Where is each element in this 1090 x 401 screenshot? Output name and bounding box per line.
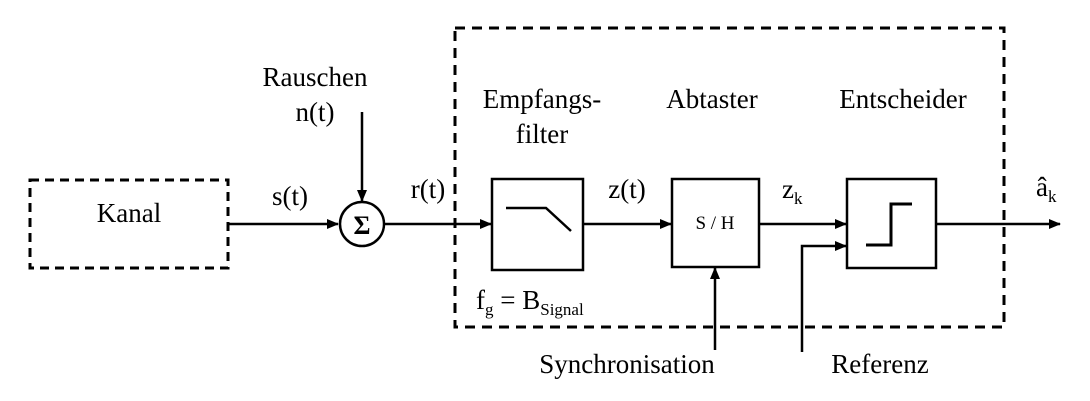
lowpass-icon [506,206,572,232]
s-t-label: s(t) [272,181,308,211]
sample-hold-label: S / H [695,213,734,234]
step-icon [866,202,912,247]
entscheider-label: Entscheider [839,84,966,114]
empfangsfilter-label-1: Empfangs- [483,84,601,114]
kanal-label: Kanal [97,198,161,228]
empfangsfilter-block [490,177,585,272]
rauschen-label: Rauschen [263,62,368,92]
empfangsfilter-label-2: filter [516,119,568,149]
noise-label: n(t) [296,97,335,127]
z-k-label: zk [782,174,803,208]
referenz-line [800,241,847,352]
a-k-label: âk [1036,172,1057,206]
referenz-label: Referenz [831,349,928,379]
receiver-boundary [453,26,1006,329]
sum-symbol: Σ [354,211,371,240]
r-t-label: r(t) [411,174,445,204]
synchronisation-label: Synchronisation [539,349,715,379]
filter-bandwidth-label: fg = BSignal [476,285,584,319]
z-t-label: z(t) [608,174,645,204]
abtaster-label: Abtaster [666,84,757,114]
